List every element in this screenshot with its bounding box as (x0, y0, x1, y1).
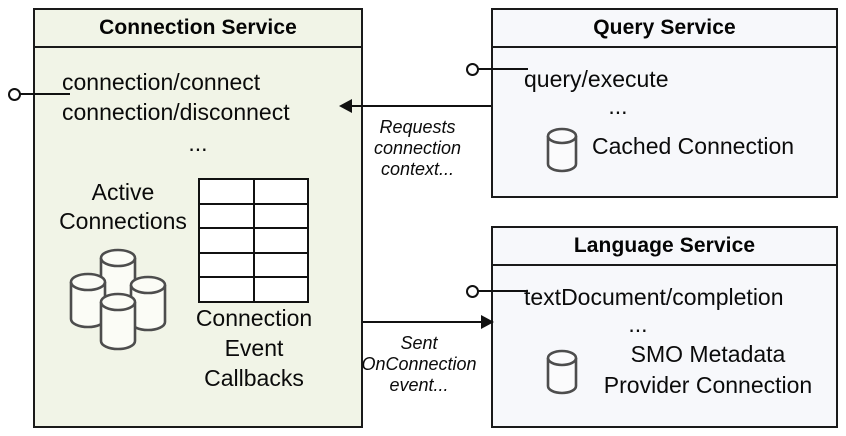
connection-service-body: connection/connect connection/disconnect… (35, 48, 361, 426)
table-cell (252, 251, 309, 279)
query-service-ellipsis: ... (608, 93, 628, 119)
table-row (198, 202, 309, 230)
table-row (198, 251, 309, 279)
table-cell (252, 276, 309, 303)
edge-label-requests-connection-context: Requests connection context... (373, 117, 462, 180)
connection-service-ellipsis: ... (188, 130, 208, 156)
smo-metadata-label-line1: SMO Metadata (630, 341, 786, 367)
database-cylinder-icon (542, 124, 582, 176)
interface-query-lollipop[interactable] (466, 62, 528, 78)
database-cylinder-svg (546, 127, 578, 173)
operation-query-execute[interactable]: query/execute (524, 66, 669, 92)
interface-language-lollipop[interactable] (466, 284, 528, 300)
table-cell (252, 178, 309, 205)
table-grid-icon (198, 178, 309, 303)
operation-connection-connect[interactable]: connection/connect (62, 69, 261, 95)
operation-textdocument-completion[interactable]: textDocument/completion (524, 284, 784, 310)
edge-line (363, 321, 485, 323)
database-cluster-svg (69, 248, 167, 351)
language-service-ellipsis: ... (628, 311, 648, 337)
arrow-head-icon (339, 99, 352, 113)
table-row (198, 276, 309, 303)
arrow-head-icon (481, 315, 494, 329)
query-service-body: query/execute ... Cached Connection (493, 48, 836, 196)
active-connections-label-line1: Active (91, 179, 155, 205)
table-cell (198, 227, 255, 254)
table-cell (198, 251, 255, 279)
language-service-title: Language Service (493, 228, 836, 266)
table-cell (198, 276, 255, 303)
interface-connection-lollipop[interactable] (8, 87, 70, 103)
connection-event-callbacks-label-line2: Event (224, 335, 284, 361)
component-language-service[interactable]: Language Service textDocument/completion… (491, 226, 838, 428)
database-cylinder-svg (546, 349, 578, 395)
table-cell (252, 202, 309, 230)
table-row (198, 178, 309, 205)
database-cluster-icon (57, 240, 197, 352)
interface-stick (478, 290, 528, 292)
connection-event-callbacks-label-line3: Callbacks (204, 365, 304, 391)
query-service-title: Query Service (493, 10, 836, 48)
connection-event-callbacks-label-line1: Connection (195, 305, 313, 331)
connection-service-title: Connection Service (35, 10, 361, 48)
database-cylinder-icon (542, 346, 582, 398)
table-cell (198, 202, 255, 230)
table-cell (252, 227, 309, 254)
interface-stick (478, 68, 528, 70)
smo-metadata-label-line2: Provider Connection (603, 372, 813, 398)
active-connections-label-line2: Connections (59, 208, 187, 234)
edge-label-sent-onconnection-event: Sent OnConnection event... (361, 333, 477, 396)
edge-line (351, 105, 491, 107)
component-connection-service[interactable]: Connection Service connection/connect co… (33, 8, 363, 428)
table-cell (198, 178, 255, 205)
interface-stick (20, 93, 70, 95)
cached-connection-label: Cached Connection (592, 133, 795, 159)
table-row (198, 227, 309, 254)
language-service-body: textDocument/completion ... SMO Metadata… (493, 266, 836, 426)
operation-connection-disconnect[interactable]: connection/disconnect (62, 99, 290, 125)
component-query-service[interactable]: Query Service query/execute ... Cached C… (491, 8, 838, 198)
